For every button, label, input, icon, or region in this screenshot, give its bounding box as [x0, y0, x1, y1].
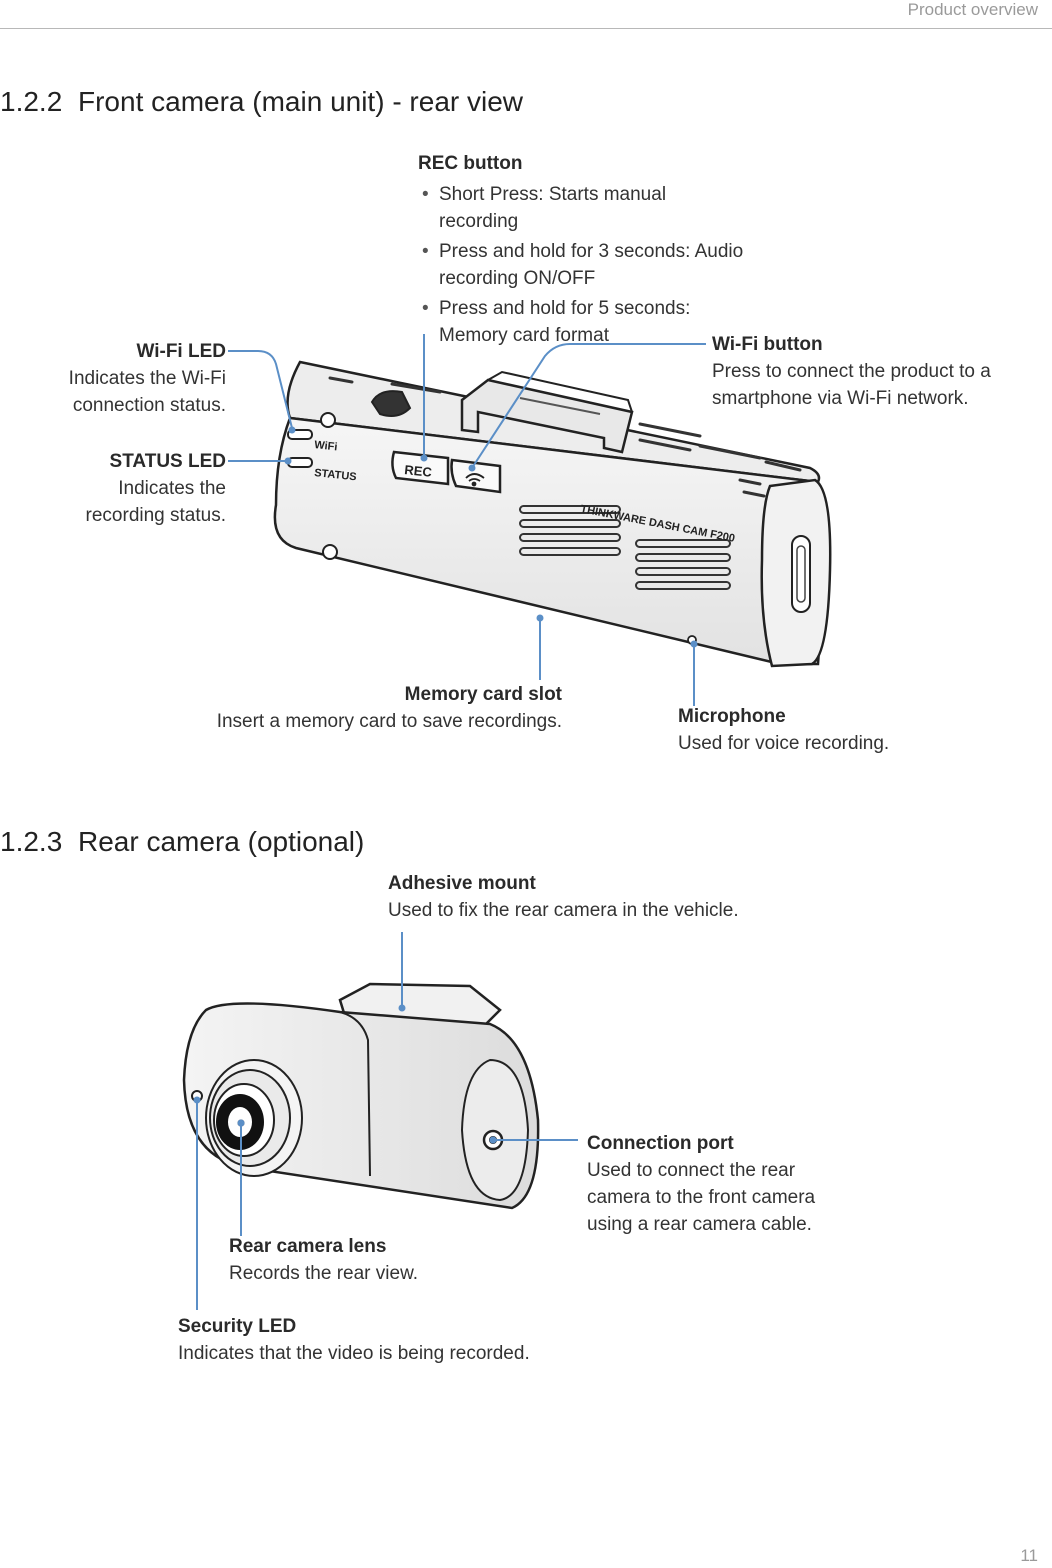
memory-card-slot-title: Memory card slot: [404, 684, 562, 705]
microphone-title: Microphone: [678, 706, 786, 727]
rec-button: [391, 450, 450, 486]
section-number: 1.2.2: [0, 86, 63, 117]
rec-button-label: REC: [404, 462, 433, 480]
wifi-led-desc: connection status.: [72, 395, 226, 416]
wifi-led-title: Wi-Fi LED: [136, 341, 226, 362]
wifi-button-title: Wi-Fi button: [712, 334, 823, 355]
status-led-title: STATUS LED: [109, 451, 226, 472]
microphone-desc: Used for voice recording.: [678, 733, 890, 754]
section-title-front: 1.2.2 Front camera (main unit) - rear vie…: [0, 86, 523, 118]
callout-adhesive-mount: Adhesive mount Used to fix the rear came…: [388, 870, 739, 924]
running-header: Product overview: [907, 0, 1038, 19]
connection-port-desc: using a rear camera cable.: [587, 1214, 812, 1235]
status-led-label: STATUS: [314, 467, 357, 483]
status-led-desc: Indicates the: [118, 478, 226, 499]
rec-bullet: Short Press: Starts manual recording: [418, 181, 748, 235]
mount-bracket: [460, 378, 634, 454]
rear-camera-illustration: [182, 982, 540, 1210]
usb-port-icon: [791, 535, 811, 613]
connection-port-desc: camera to the front camera: [587, 1187, 816, 1208]
rear-leader-lines: [196, 932, 578, 1310]
adhesive-mount-title: Adhesive mount: [388, 873, 536, 894]
section-heading: Front camera (main unit) - rear view: [78, 86, 524, 117]
connection-port-title: Connection port: [587, 1133, 734, 1154]
wifi-icon: [465, 473, 485, 487]
callout-wifi-button: Wi-Fi button Press to connect the produc…: [712, 331, 991, 412]
status-led: [287, 457, 313, 468]
status-led-desc: recording status.: [85, 505, 226, 526]
wifi-button: [450, 458, 502, 494]
header-rule: [0, 28, 1052, 29]
memory-card-slot-desc: Insert a memory card to save recordings.: [216, 711, 562, 732]
callout-status-led: STATUS LED Indicates the recording statu…: [86, 448, 226, 529]
callout-wifi-led: Wi-Fi LED Indicates the Wi-Fi connection…: [69, 338, 226, 419]
callout-memory-card-slot: Memory card slot Insert a memory card to…: [217, 681, 562, 735]
rec-bullet: Press and hold for 5 seconds: Memory car…: [418, 295, 748, 349]
side-vents: [519, 505, 731, 590]
connection-port-desc: Used to connect the rear: [587, 1160, 796, 1181]
section-number: 1.2.3: [0, 826, 63, 857]
section-title-rear: 1.2.3 Rear camera (optional): [0, 826, 364, 858]
wifi-led-label: WiFi: [314, 439, 338, 453]
callout-rec-button: REC button Short Press: Starts manual re…: [418, 150, 748, 352]
callout-rear-lens: Rear camera lens Records the rear view.: [229, 1233, 418, 1287]
callout-connection-port: Connection port Used to connect the rear…: [587, 1130, 815, 1238]
security-led-desc: Indicates that the video is being record…: [178, 1343, 530, 1364]
rec-button-bullets: Short Press: Starts manual recording Pre…: [418, 181, 748, 349]
adhesive-mount-desc: Used to fix the rear camera in the vehic…: [388, 900, 739, 921]
page-number: 11: [1020, 1546, 1038, 1565]
callout-security-led: Security LED Indicates that the video is…: [178, 1313, 530, 1367]
wifi-button-desc: Press to connect the product to a: [712, 361, 991, 382]
wifi-button-desc: smartphone via Wi-Fi network.: [712, 388, 969, 409]
security-led-title: Security LED: [178, 1316, 297, 1337]
rec-button-title: REC button: [418, 153, 523, 174]
callout-microphone: Microphone Used for voice recording.: [678, 703, 889, 757]
wifi-led-desc: Indicates the Wi-Fi: [68, 368, 226, 389]
rear-lens-desc: Records the rear view.: [229, 1263, 419, 1284]
rec-bullet: Press and hold for 3 seconds: Audio reco…: [418, 238, 748, 292]
section-heading: Rear camera (optional): [78, 826, 365, 857]
top-vents: [328, 376, 802, 472]
rear-lens-title: Rear camera lens: [229, 1236, 387, 1257]
